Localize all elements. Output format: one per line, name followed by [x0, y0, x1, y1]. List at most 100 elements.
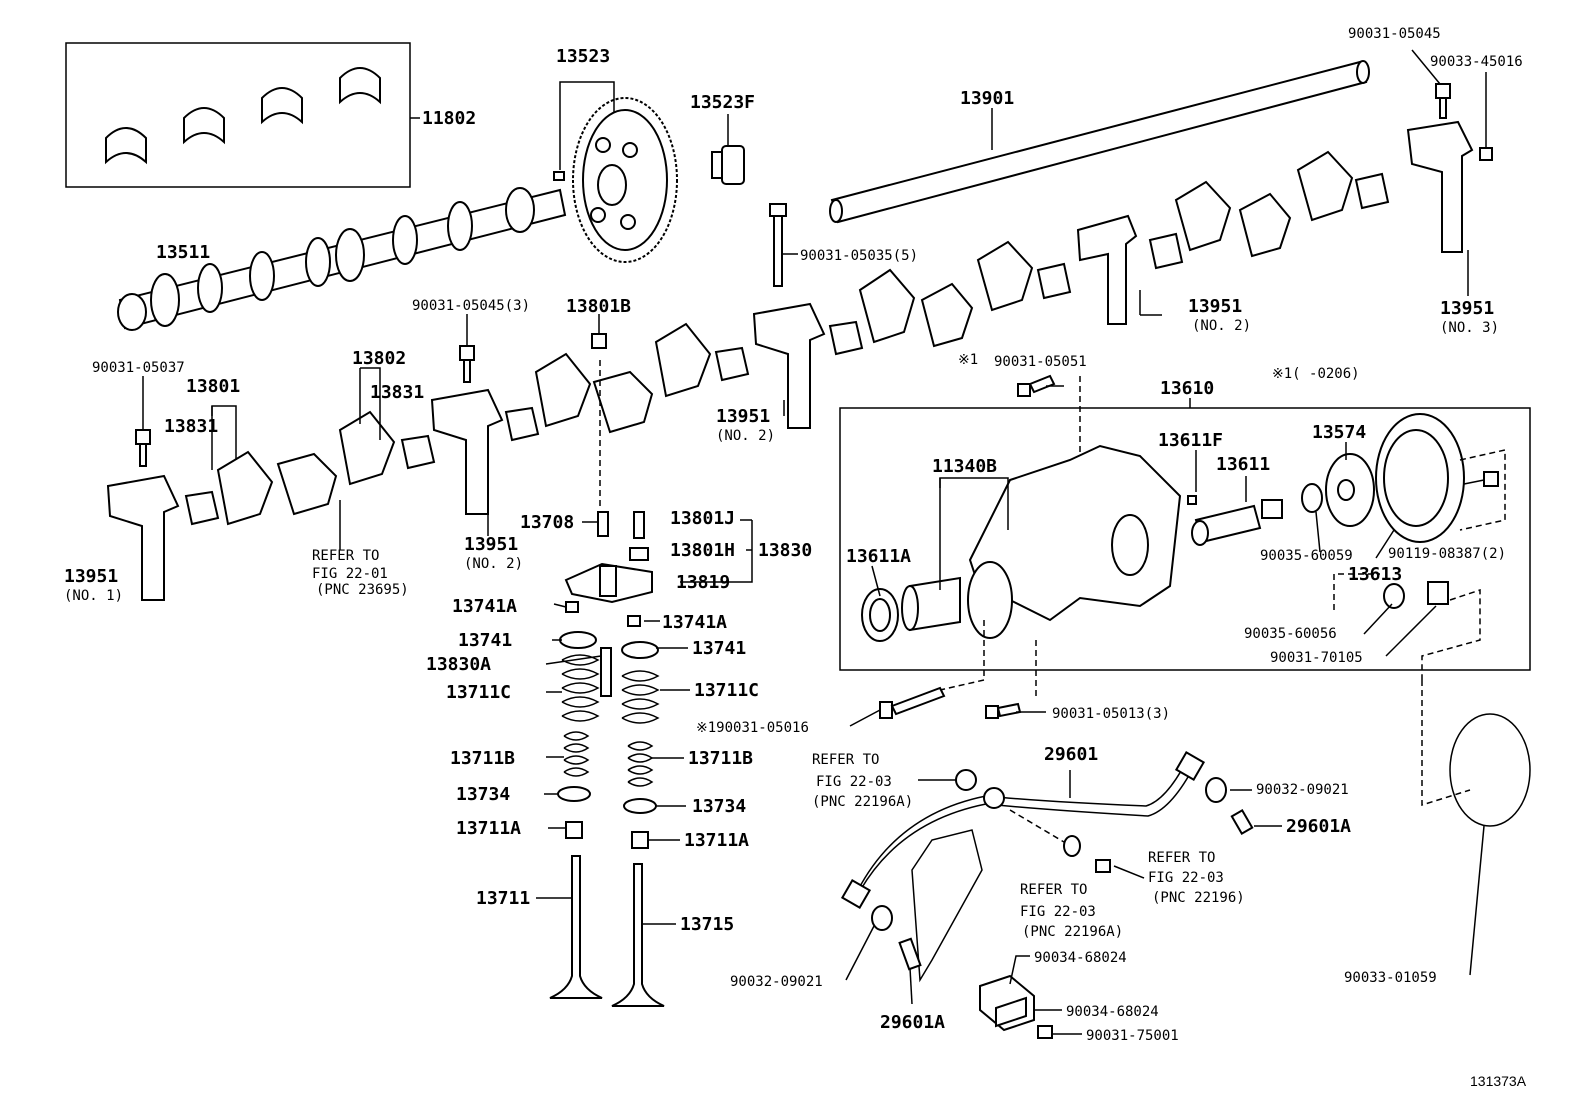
label-13711A-left: 13711A: [456, 818, 521, 839]
label-refer-pnc-1: (PNC 23695): [316, 582, 409, 598]
label-90031-05035: 90031-05035(5): [800, 248, 918, 264]
label-13511: 13511: [156, 242, 210, 263]
label-13951-no3: 13951: [1440, 298, 1494, 319]
nut-90031-75001[interactable]: [1037, 1025, 1053, 1039]
bolt-90031-05045[interactable]: [1411, 49, 1451, 119]
label-refer-to-4: REFER TO: [1020, 882, 1087, 898]
label-13741A-left: 13741A: [452, 596, 517, 617]
label-13801: 13801: [186, 376, 240, 397]
label-13951-no1: 13951: [64, 566, 118, 587]
gear-bolt-13523F[interactable]: [711, 114, 745, 185]
label-refer-fig-4: FIG 22-03: [1020, 904, 1096, 920]
label-90031-05045-3: 90031-05045(3): [412, 298, 530, 314]
label-90034-68024-b: 90034-68024: [1066, 1004, 1159, 1020]
washer-pnc-22196A-lower[interactable]: [1063, 835, 1081, 857]
label-90031-05013: 90031-05013(3): [1052, 706, 1170, 722]
label-29601A-right: 29601A: [1286, 816, 1351, 837]
label-13741-right: 13741: [692, 638, 746, 659]
label-90031-05045: 90031-05045: [1348, 26, 1441, 42]
label-refer-to-2: REFER TO: [812, 752, 879, 768]
bolt-90031-05051[interactable]: [1017, 374, 1056, 397]
label-29601: 29601: [1044, 744, 1098, 765]
label-90033-01059: 90033-01059: [1344, 970, 1437, 986]
label-13715: 13715: [680, 914, 734, 935]
label-no1: (NO. 1): [64, 588, 123, 604]
label-13951-no2-center: 13951: [716, 406, 770, 427]
bolt-90031-05045-3[interactable]: [459, 314, 475, 383]
label-refer-pnc-3: (PNC 22196): [1152, 890, 1245, 906]
label-90031-05051: 90031-05051: [994, 354, 1087, 370]
label-13711B-left: 13711B: [450, 748, 515, 769]
label-13830: 13830: [758, 540, 812, 561]
bolt-90031-05035[interactable]: [769, 203, 798, 287]
o-ring-90033-01059[interactable]: [1449, 713, 1531, 976]
label-refer-to-1: REFER TO: [312, 548, 379, 564]
label-13801J: 13801J: [670, 508, 735, 529]
label-13734-left: 13734: [456, 784, 510, 805]
label-13523: 13523: [556, 46, 610, 67]
washer-pnc-22196A[interactable]: [955, 769, 977, 791]
label-refer-pnc-4: (PNC 22196A): [1022, 924, 1123, 940]
label-90035-60059: 90035-60059: [1260, 548, 1353, 564]
nut-13801B[interactable]: [591, 314, 607, 349]
label-13819: 13819: [676, 572, 730, 593]
rocker-shaft-13901[interactable]: [829, 60, 1370, 224]
bearing-set-11802[interactable]: [65, 42, 420, 188]
bolt-29601A-right[interactable]: [1230, 808, 1254, 836]
label-90119-08387: 90119-08387(2): [1388, 546, 1506, 562]
label-refer-fig-1: FIG 22-01: [312, 566, 388, 582]
rocker-arm-row-lower[interactable]: [106, 302, 864, 601]
label-refer-pnc-2: (PNC 22196A): [812, 794, 913, 810]
label-90034-68024-a: 90034-68024: [1034, 950, 1127, 966]
label-11340B: 11340B: [932, 456, 997, 477]
label-refer-fig-2: FIG 22-03: [816, 774, 892, 790]
label-mark1-a: ※1: [958, 352, 978, 368]
labels: 11802 13523 13523F 13901 90031-05045 900…: [64, 26, 1527, 1089]
label-13741-left: 13741: [458, 630, 512, 651]
label-13711: 13711: [476, 888, 530, 909]
label-13951-no2-right: 13951: [1188, 296, 1242, 317]
cam-gear-13523[interactable]: [553, 81, 678, 263]
label-13801H: 13801H: [670, 540, 735, 561]
bolt-pnc-22196[interactable]: [1095, 859, 1111, 873]
valve-train[interactable]: [549, 511, 665, 1007]
label-13574: 13574: [1312, 422, 1366, 443]
label-90035-60056: 90035-60056: [1244, 626, 1337, 642]
label-13523F: 13523F: [690, 92, 755, 113]
label-13831-b: 13831: [164, 416, 218, 437]
label-no2-right: (NO. 2): [1192, 318, 1251, 334]
label-13611: 13611: [1216, 454, 1270, 475]
label-90032-09021-right: 90032-09021: [1256, 782, 1349, 798]
washer-90032-09021-right[interactable]: [1205, 777, 1227, 803]
bolt-90031-05037[interactable]: [135, 376, 151, 467]
washer-90032-09021-left[interactable]: [871, 905, 893, 931]
bolt-90031-05016[interactable]: [879, 686, 946, 719]
clamp-90034-68024[interactable]: [979, 974, 1035, 1032]
rocker-arm-row-upper[interactable]: [858, 120, 1474, 348]
pipe-29601[interactable]: [840, 750, 1206, 983]
leader-lines: [163, 250, 1469, 1035]
label-13801B: 13801B: [566, 296, 631, 317]
label-90031-05016: ※190031-05016: [696, 720, 809, 736]
label-13711C-left: 13711C: [446, 682, 511, 703]
label-refer-fig-3: FIG 22-03: [1148, 870, 1224, 886]
pin-90033-45016[interactable]: [1479, 72, 1493, 161]
label-13711C-right: 13711C: [694, 680, 759, 701]
label-mark1-b: ※1( -0206): [1272, 366, 1360, 382]
label-13611A: 13611A: [846, 546, 911, 567]
label-13711A-right: 13711A: [684, 830, 749, 851]
oil-pump-box-13610[interactable]: [839, 398, 1531, 680]
label-13830A: 13830A: [426, 654, 491, 675]
label-no3: (NO. 3): [1440, 320, 1499, 336]
label-11802: 11802: [422, 108, 476, 129]
label-13901: 13901: [960, 88, 1014, 109]
bolt-29601A-left[interactable]: [898, 937, 922, 971]
label-90031-05037: 90031-05037: [92, 360, 185, 376]
label-13951-no2-left: 13951: [464, 534, 518, 555]
label-13611F: 13611F: [1158, 430, 1223, 451]
label-no2-center: (NO. 2): [716, 428, 775, 444]
bolt-90031-05013[interactable]: [985, 702, 1022, 719]
label-13708: 13708: [520, 512, 574, 533]
camshaft-13511[interactable]: [117, 187, 567, 331]
